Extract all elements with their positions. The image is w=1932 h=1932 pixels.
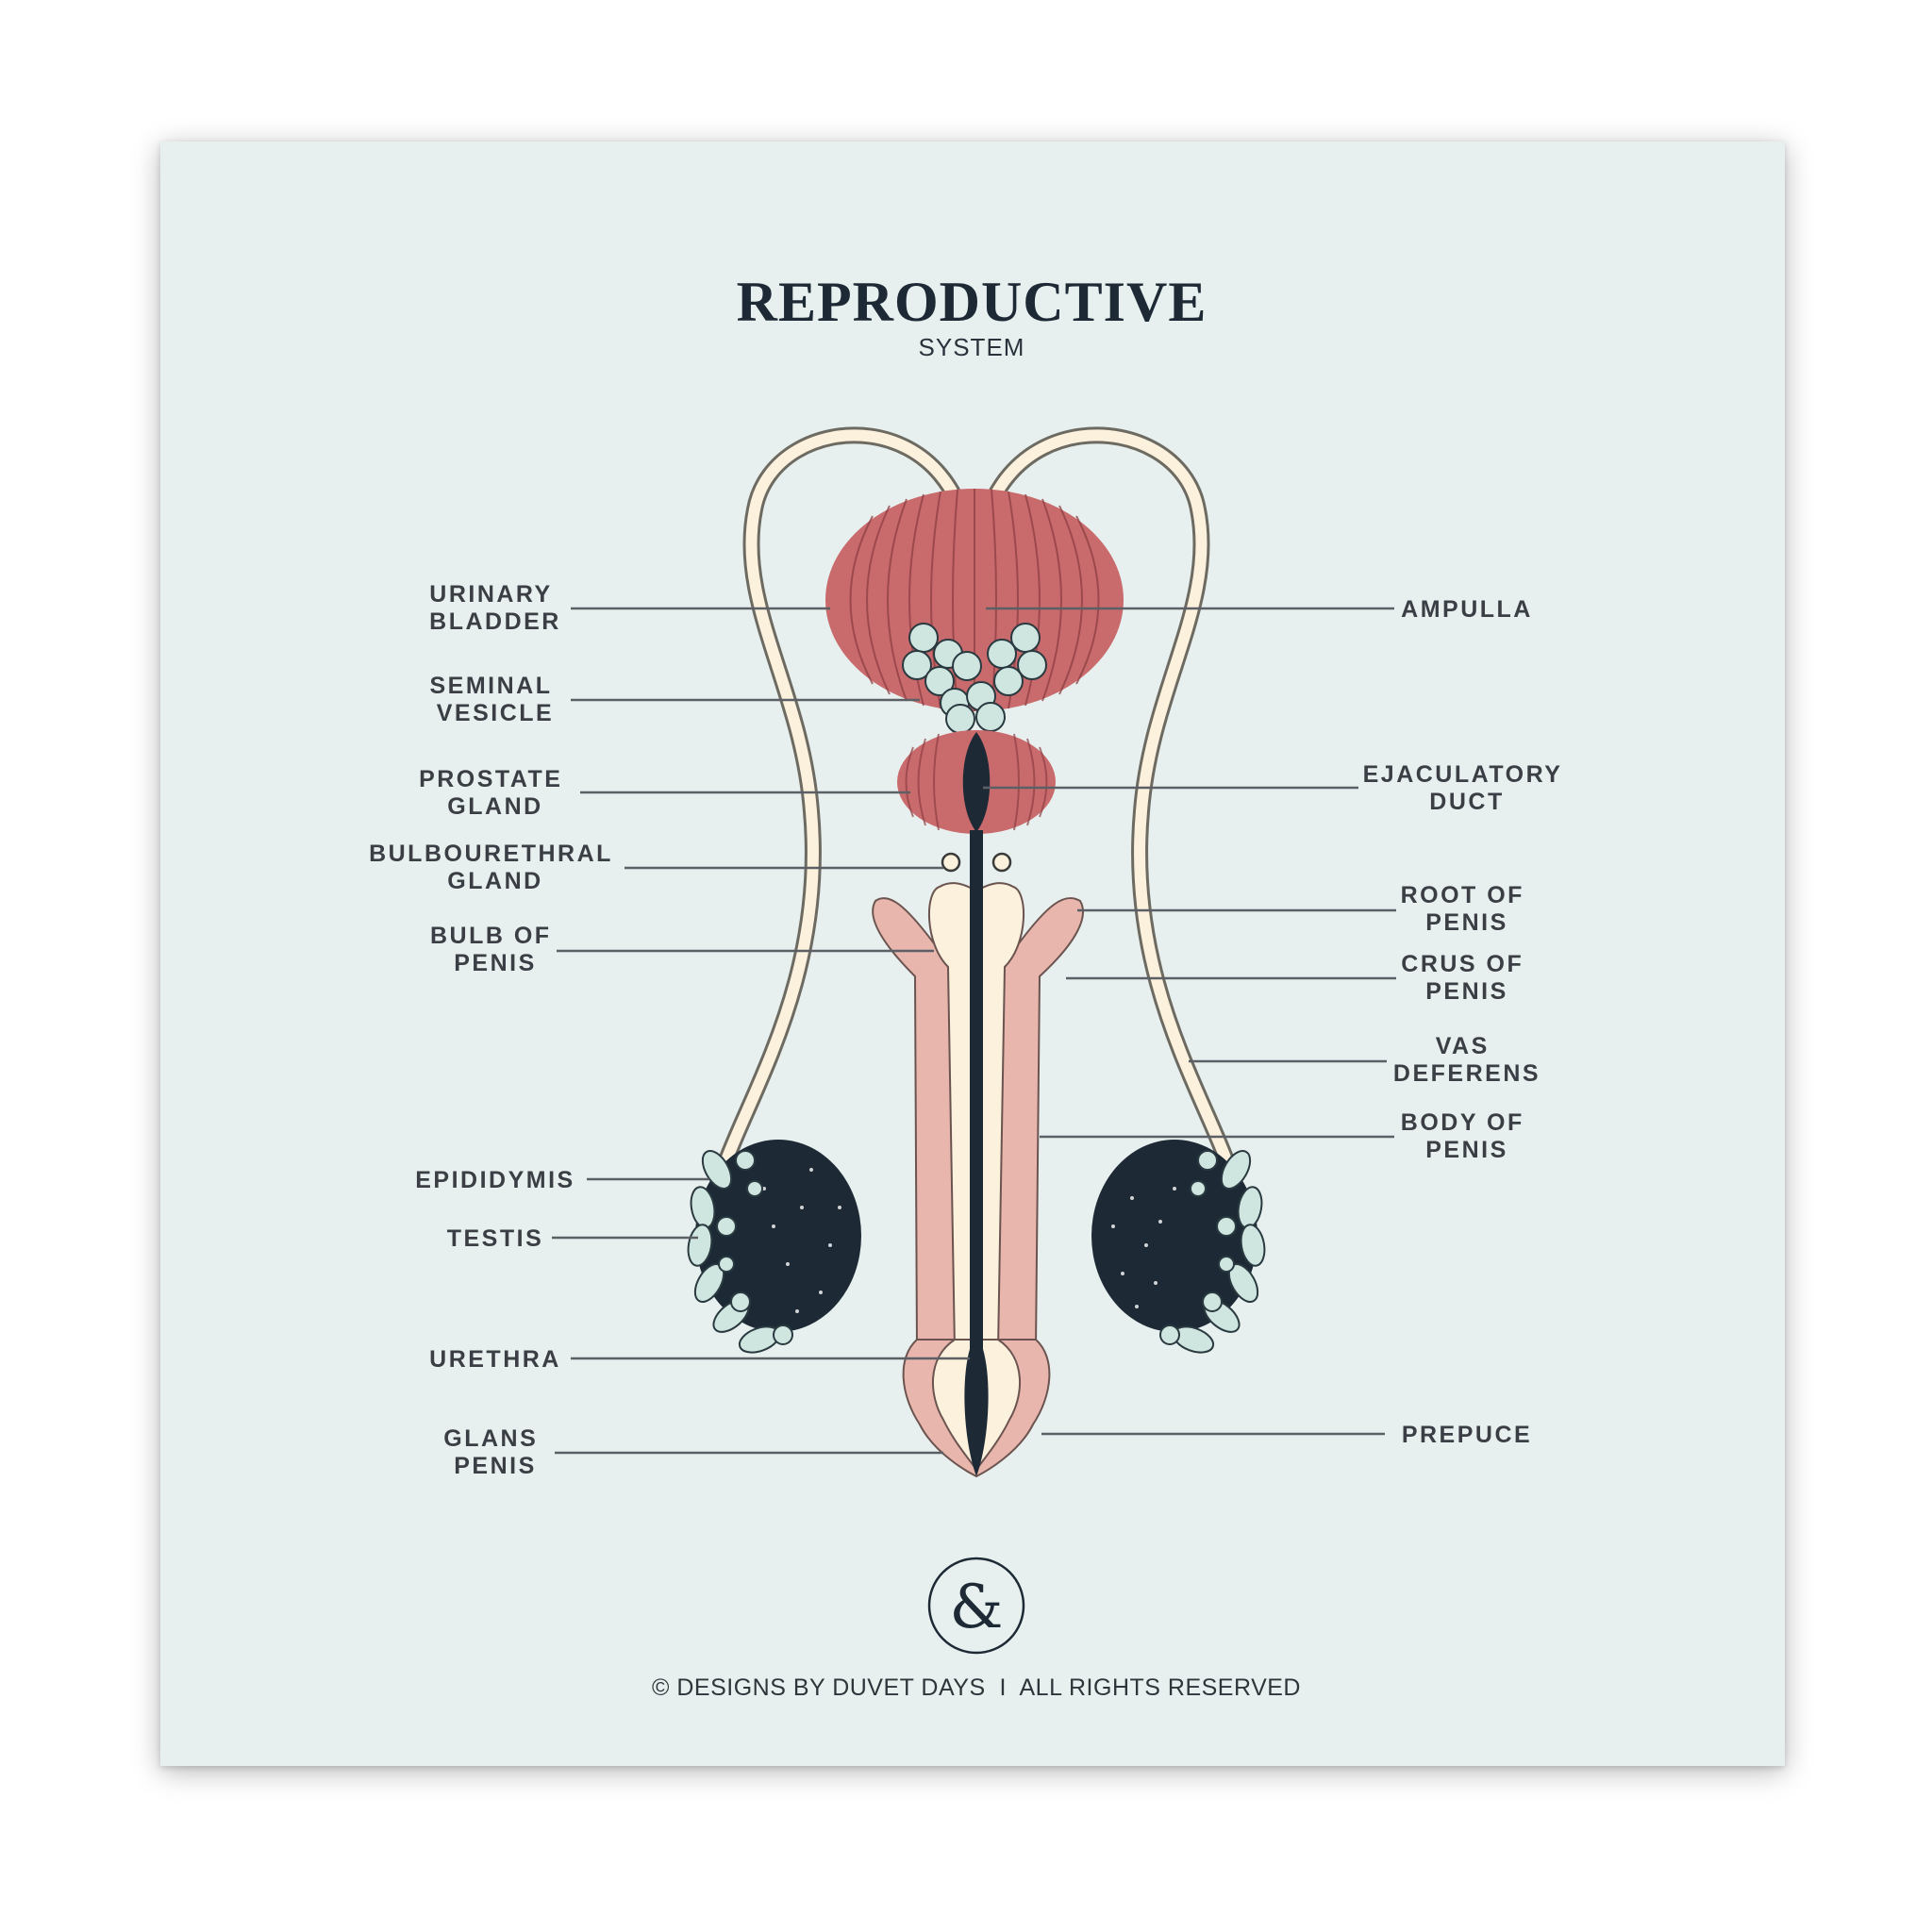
label-testis: TESTIS bbox=[447, 1225, 544, 1252]
epididymis-left-foliage bbox=[687, 1150, 793, 1354]
label-urethra: URETHRA bbox=[429, 1346, 561, 1373]
label-crus-of-penis: CRUS OF PENIS bbox=[1401, 951, 1532, 1005]
testis-left bbox=[687, 1140, 861, 1354]
label-bulbourethral-gland: BULBOURETHRAL GLAND bbox=[369, 841, 622, 894]
labels-left: URINARY BLADDER SEMINAL VESICLE PROSTATE… bbox=[369, 581, 622, 1479]
prostate-gland bbox=[897, 730, 1056, 834]
testis-right bbox=[1091, 1140, 1266, 1354]
brand-logo: & bbox=[927, 1557, 1025, 1655]
page-subtitle: SYSTEM bbox=[919, 333, 1025, 361]
label-seminal-vesicle: SEMINAL VESICLE bbox=[429, 673, 560, 726]
seminal-vesicles bbox=[902, 623, 1047, 734]
label-epididymis: EPIDIDYMIS bbox=[415, 1167, 575, 1193]
label-ejaculatory-duct: EJACULATORY DUCT bbox=[1363, 761, 1572, 815]
label-bulb-of-penis: BULB OF PENIS bbox=[430, 923, 560, 976]
page-title: REPRODUCTIVE bbox=[737, 271, 1208, 333]
labels-right: AMPULLA EJACULATORY DUCT ROOT OF PENIS C… bbox=[1363, 596, 1572, 1448]
epididymis-right-foliage bbox=[1159, 1150, 1266, 1354]
footer-copyright: © DESIGNS BY DUVET DAYS I ALL RIGHTS RES… bbox=[652, 1674, 1301, 1701]
label-ampulla: AMPULLA bbox=[1401, 596, 1533, 623]
label-prostate-gland: PROSTATE GLAND bbox=[419, 766, 572, 820]
label-vas-deferens: VAS DEFERENS bbox=[1393, 1033, 1541, 1087]
urethra bbox=[964, 830, 989, 1476]
leader-lines-right bbox=[983, 607, 1396, 1436]
label-glans-penis: GLANS PENIS bbox=[443, 1425, 546, 1479]
label-urinary-bladder: URINARY BLADDER bbox=[429, 581, 561, 635]
label-root-of-penis: ROOT OF PENIS bbox=[1401, 882, 1534, 936]
label-body-of-penis: BODY OF PENIS bbox=[1401, 1109, 1533, 1163]
leader-lines-left bbox=[552, 607, 970, 1455]
ampersand-logo-icon: & bbox=[950, 1573, 1004, 1642]
label-prepuce: PREPUCE bbox=[1402, 1422, 1532, 1448]
bulbourethral-glands bbox=[941, 852, 1012, 873]
vas-deferens-tubes bbox=[718, 426, 1235, 1169]
